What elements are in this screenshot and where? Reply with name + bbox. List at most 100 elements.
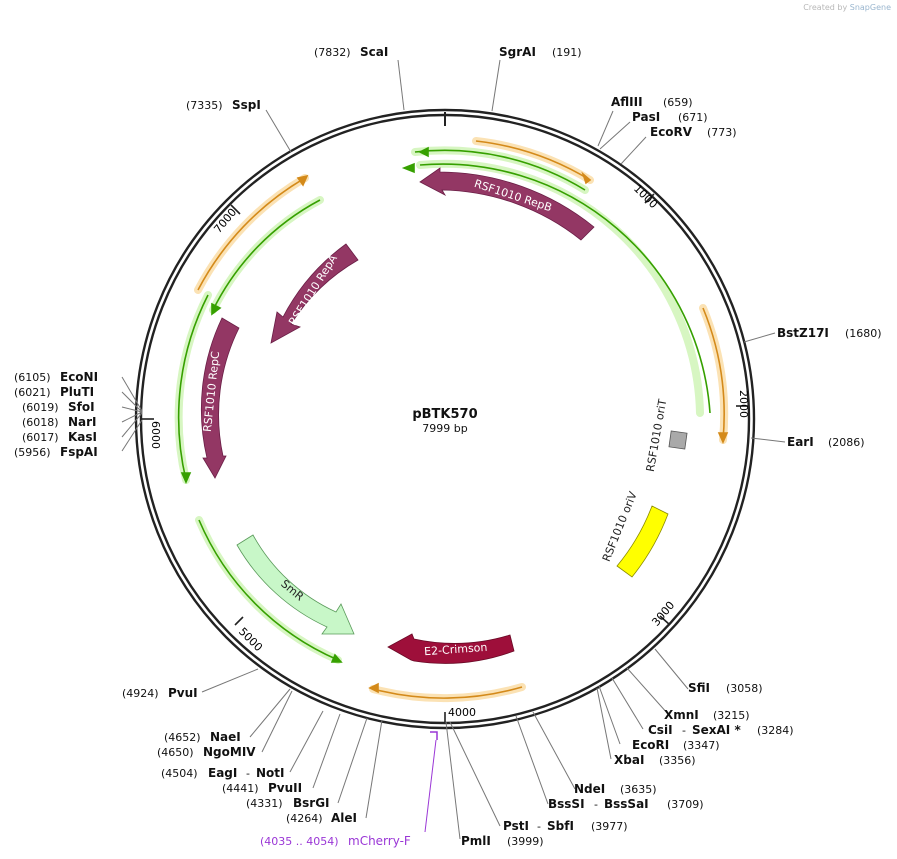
- svg-text:3000: 3000: [649, 599, 677, 629]
- svg-text:AleI: AleI: [331, 811, 357, 825]
- svg-text:(3284): (3284): [757, 724, 794, 737]
- svg-text:(7832): (7832): [314, 46, 351, 59]
- site-alei[interactable]: (4264)AleI: [286, 811, 357, 825]
- feature-rsf1010-repa[interactable]: RSF1010 RepA: [270, 243, 359, 344]
- feature-rsf1010-orit[interactable]: RSF1010 oriT: [644, 398, 688, 473]
- site-pluti[interactable]: (6021)PluTI: [14, 385, 94, 399]
- svg-text:NotI: NotI: [256, 766, 285, 780]
- tick-4000: 4000: [444, 706, 476, 724]
- svg-text:(1680): (1680): [845, 327, 882, 340]
- site-csii-sexai[interactable]: CsiI-SexAI *(3284): [648, 723, 794, 737]
- feature-rsf1010-oriv[interactable]: RSF1010 oriV: [600, 489, 669, 578]
- site-sfii[interactable]: SfiI(3058): [688, 681, 763, 695]
- svg-text:PluTI: PluTI: [60, 385, 94, 399]
- leader-lines: [121, 59, 786, 840]
- svg-text:(7335): (7335): [186, 99, 223, 112]
- svg-text:EagI: EagI: [208, 766, 237, 780]
- tick-3000: 3000: [649, 599, 677, 629]
- svg-text:(3347): (3347): [683, 739, 720, 752]
- svg-text:(4924): (4924): [122, 687, 159, 700]
- svg-text:PmlI: PmlI: [461, 834, 491, 848]
- svg-text:(4652): (4652): [164, 731, 201, 744]
- tick-1000: 1000: [631, 182, 660, 211]
- svg-text:SfoI: SfoI: [68, 400, 95, 414]
- site-sfoi[interactable]: (6019) SfoI: [22, 400, 95, 414]
- feature-e2-crimson[interactable]: E2-Crimson: [387, 633, 515, 664]
- svg-text:BstZ17I: BstZ17I: [777, 326, 829, 340]
- svg-text:-: -: [246, 767, 250, 780]
- plasmid-name: pBTK570: [412, 407, 477, 422]
- site-pvui[interactable]: (4924) PvuI: [122, 686, 198, 700]
- feature-rsf1010-repc[interactable]: RSF1010 RepC: [201, 317, 240, 479]
- svg-text:(3635): (3635): [620, 783, 657, 796]
- svg-text:PasI: PasI: [632, 110, 660, 124]
- svg-text:NaeI: NaeI: [210, 730, 241, 744]
- svg-text:(6105): (6105): [14, 371, 51, 384]
- site-bstz17i[interactable]: BstZ17I (1680): [777, 326, 882, 340]
- svg-text:AflIII: AflIII: [611, 95, 643, 109]
- svg-text:(3356): (3356): [659, 754, 696, 767]
- svg-text:EcoRI: EcoRI: [632, 738, 669, 752]
- plasmid-length: 7999 bp: [422, 422, 467, 435]
- svg-text:NarI: NarI: [68, 415, 97, 429]
- site-fspai[interactable]: (5956)FspAI: [14, 445, 98, 459]
- site-ecorv[interactable]: EcoRV(773): [650, 125, 737, 139]
- svg-text:6000: 6000: [149, 421, 162, 449]
- site-bsrgi[interactable]: (4331) BsrGI: [246, 796, 330, 810]
- svg-text:PvuII: PvuII: [268, 781, 302, 795]
- svg-text:NgoMIV: NgoMIV: [203, 745, 256, 759]
- svg-text:SgrAI: SgrAI: [499, 45, 536, 59]
- svg-text:PvuI: PvuI: [168, 686, 198, 700]
- orf-orange: [197, 140, 729, 699]
- svg-text:2000: 2000: [737, 390, 750, 418]
- site-naei[interactable]: (4652) NaeI: [164, 730, 241, 744]
- site-sgrai[interactable]: SgrAI (191): [499, 45, 582, 59]
- svg-text:(3709): (3709): [667, 798, 704, 811]
- site-pmli[interactable]: PmlI(3999): [461, 834, 544, 848]
- svg-text:(773): (773): [707, 126, 737, 139]
- site-ndei[interactable]: NdeI (3635): [574, 782, 657, 796]
- svg-text:BssSaI: BssSaI: [604, 797, 649, 811]
- svg-text:BsrGI: BsrGI: [293, 796, 330, 810]
- site-econi[interactable]: (6105) EcoNI: [14, 370, 98, 384]
- site-nari[interactable]: (6018)NarI: [22, 415, 97, 429]
- site-eari[interactable]: EarI(2086): [787, 435, 865, 449]
- site-xbai[interactable]: XbaI(3356): [614, 753, 696, 767]
- site-afliii[interactable]: AflIII (659): [611, 95, 693, 109]
- feature-smr[interactable]: SmR: [236, 534, 355, 635]
- svg-text:-: -: [682, 724, 686, 737]
- svg-text:SexAI *: SexAI *: [692, 723, 741, 737]
- site-bsssi-bsssai[interactable]: BssSI-BssSaI(3709): [548, 797, 704, 811]
- site-sspi[interactable]: (7335)SspI: [186, 98, 261, 112]
- svg-text:(659): (659): [663, 96, 693, 109]
- svg-text:(3977): (3977): [591, 820, 628, 833]
- watermark: Created by SnapGene: [803, 3, 891, 12]
- site-eagi-noti[interactable]: (4504)EagI-NotI: [161, 766, 285, 780]
- site-ecori[interactable]: EcoRI (3347): [632, 738, 720, 752]
- site-scai[interactable]: (7832)ScaI: [314, 45, 388, 59]
- svg-text:(4650): (4650): [157, 746, 194, 759]
- svg-text:(191): (191): [552, 46, 582, 59]
- primer-pos: (4035 .. 4054): [260, 835, 339, 848]
- site-psti-sbfi[interactable]: PstI-SbfI(3977): [503, 819, 628, 833]
- site-pasi[interactable]: PasI(671): [632, 110, 708, 124]
- svg-text:XmnI: XmnI: [664, 708, 699, 722]
- svg-text:1000: 1000: [631, 182, 660, 211]
- svg-text:NdeI: NdeI: [574, 782, 605, 796]
- svg-text:PstI: PstI: [503, 819, 529, 833]
- svg-text:(6019): (6019): [22, 401, 59, 414]
- site-kasi[interactable]: (6017)KasI: [22, 430, 97, 444]
- svg-text:BssSI: BssSI: [548, 797, 585, 811]
- svg-text:SfiI: SfiI: [688, 681, 710, 695]
- site-xmni[interactable]: XmnI(3215): [664, 708, 750, 722]
- svg-text:EcoNI: EcoNI: [60, 370, 98, 384]
- primer-mcherry-f[interactable]: (4035 .. 4054) mCherry-F: [260, 731, 438, 848]
- site-ngomiv[interactable]: (4650) NgoMIV: [157, 745, 256, 759]
- svg-text:RSF1010 oriT: RSF1010 oriT: [644, 398, 670, 473]
- site-pvuii[interactable]: (4441)PvuII: [222, 781, 302, 795]
- svg-text:E2-Crimson: E2-Crimson: [424, 641, 488, 658]
- svg-text:KasI: KasI: [68, 430, 97, 444]
- svg-text:(4331): (4331): [246, 797, 283, 810]
- svg-text:RSF1010 RepA: RSF1010 RepA: [286, 252, 340, 328]
